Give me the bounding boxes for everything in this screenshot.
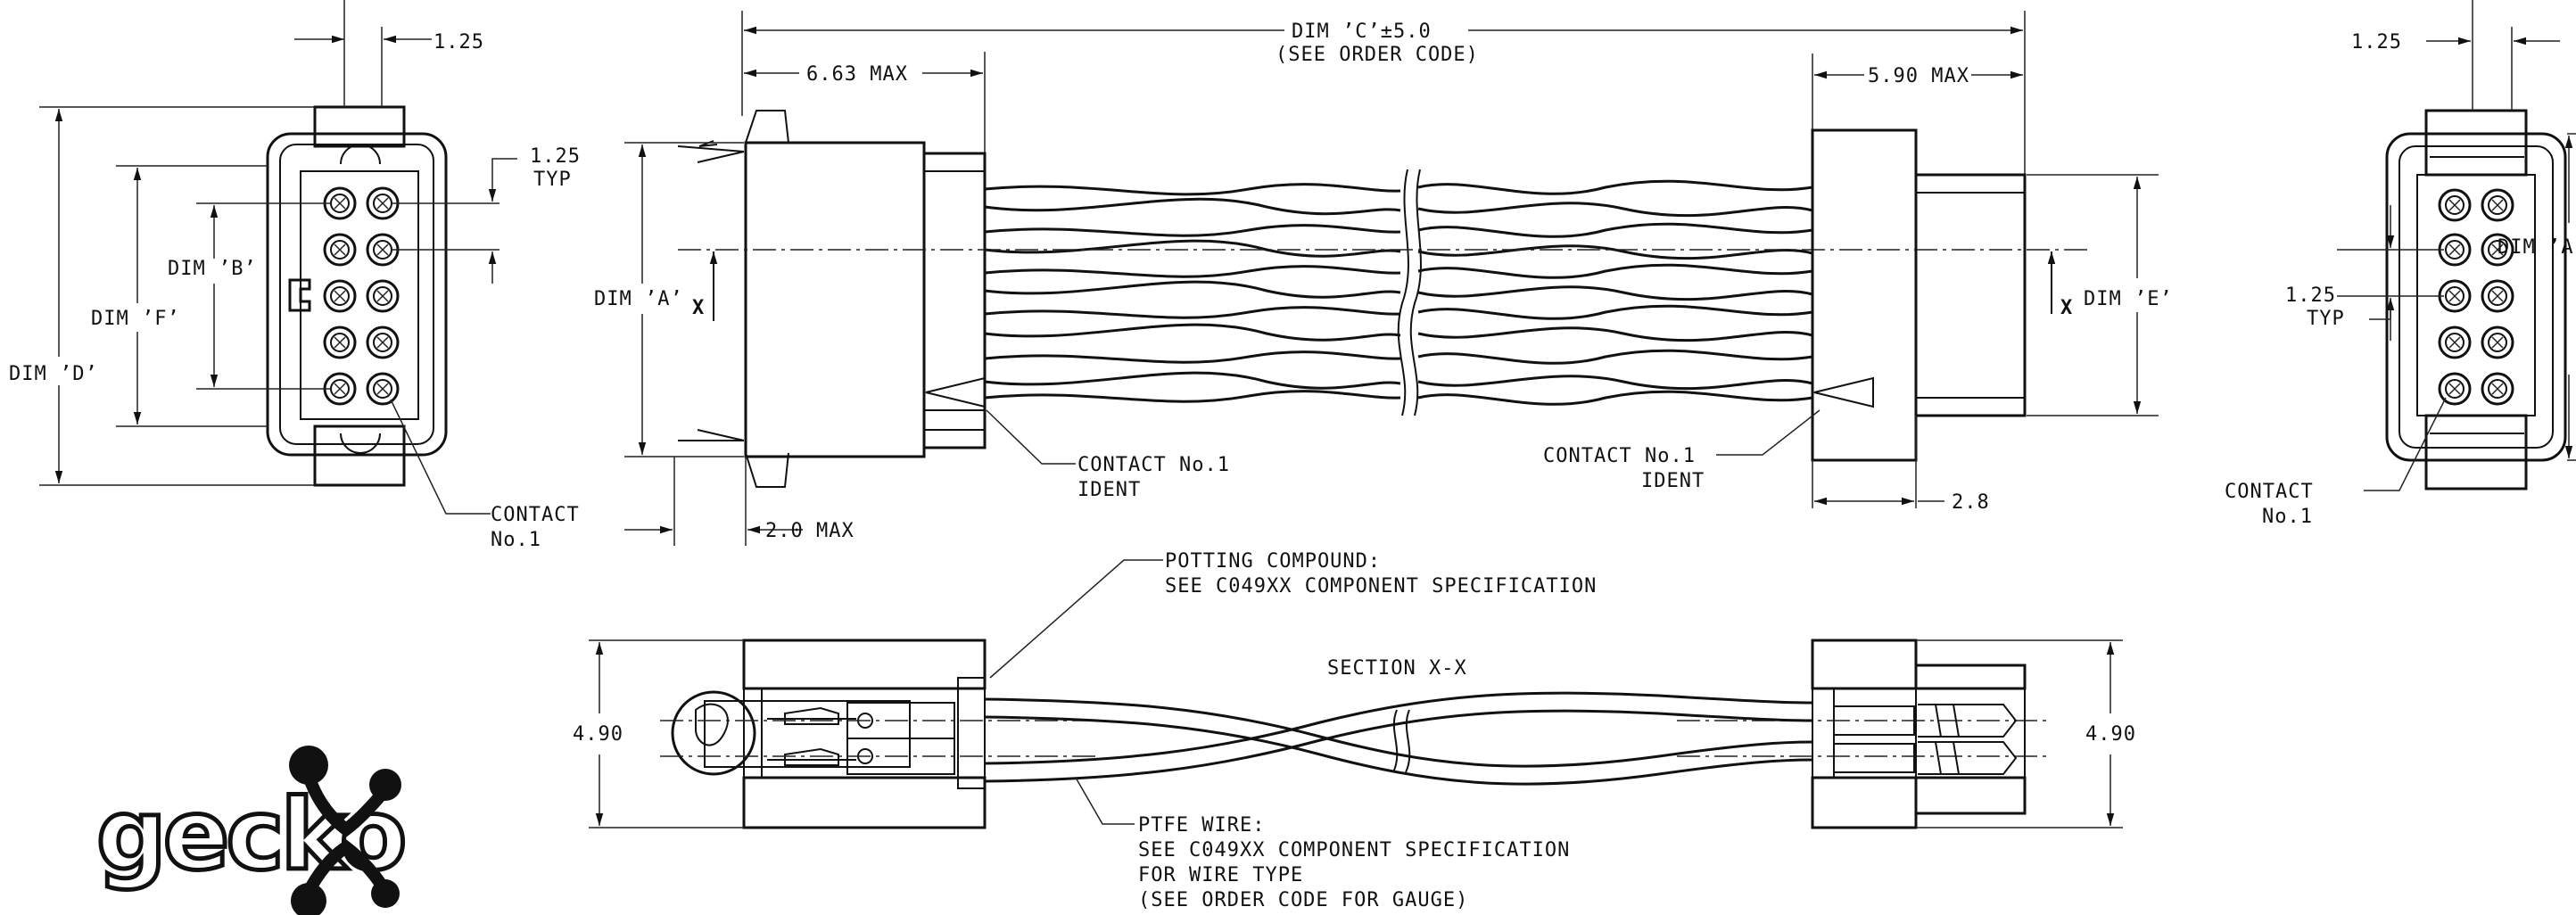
right-pitch-typ-label: TYP (2307, 308, 2345, 330)
left-housing (677, 110, 987, 488)
left-contact-label-2: No.1 (491, 529, 541, 551)
right-ident-1: CONTACT No.1 (1543, 445, 1696, 467)
gecko-figure (289, 746, 401, 915)
wire-bundle (984, 169, 1813, 416)
right-end-view: 1.25 DIM ’A’ 1.25 TYP CONTACT No.1 (2225, 0, 2576, 528)
section-height-right: 4.90 (2085, 723, 2136, 746)
right-connector-outline (2385, 109, 2567, 490)
logo-wordmark: gecko (96, 778, 403, 892)
potting-label-2: SEE C049XX COMPONENT SPECIFICATION (1165, 575, 1597, 598)
top-view: DIM ’C’±5.0 (SEE ORDER CODE) 6.63 MAX 5.… (594, 11, 2173, 546)
left-ident-2: IDENT (1077, 479, 1141, 501)
right-housing (1811, 128, 2027, 462)
right-pitch-label: 1.25 (2351, 31, 2402, 54)
section-twisted-pair (984, 691, 1813, 786)
section-view: POTTING COMPOUND: SEE C049XX COMPONENT S… (573, 550, 2136, 911)
left-max-label: 6.63 MAX (806, 63, 908, 86)
left-pitch-label: 1.25 (433, 31, 484, 54)
section-title: SECTION X-X (1327, 657, 1467, 680)
right-contact-grid (2438, 188, 2514, 406)
dim-f-label: DIM ’F’ (91, 308, 180, 330)
section-mark-right: X (2060, 297, 2072, 319)
dim-e-label: DIM ’E’ (2084, 288, 2173, 310)
left-contact-grid (323, 186, 400, 406)
left-end-view: 1.25 1.25 TYP DIM ’B’ DIM ’F’ DIM ’D’ CO… (9, 0, 581, 551)
section-height-left: 4.90 (573, 723, 623, 746)
section-left-housing (671, 639, 987, 829)
left-contact-label-1: CONTACT (491, 504, 580, 526)
left-pitch-typ-label: TYP (533, 169, 572, 191)
potting-label-1: POTTING COMPOUND: (1165, 550, 1381, 573)
bottom-right-dim: 2.8 (1952, 491, 1990, 514)
top-left-dim-a: DIM ’A’ (594, 288, 683, 310)
right-ident-2: IDENT (1641, 470, 1705, 492)
right-contact-label-2: No.1 (2262, 506, 2313, 528)
right-max-label: 5.90 MAX (1868, 65, 1969, 87)
wire-label-1: PTFE WIRE: (1138, 814, 1265, 837)
bottom-left-max: 2.0 MAX (765, 520, 855, 542)
left-ident-1: CONTACT No.1 (1077, 454, 1230, 476)
left-connector-outline (266, 105, 448, 487)
dim-b-label: DIM ’B’ (168, 258, 257, 280)
wire-label-4: (SEE ORDER CODE FOR GAUGE) (1138, 889, 1468, 911)
right-contact-label-1: CONTACT (2225, 481, 2314, 503)
wire-label-3: FOR WIRE TYPE (1138, 864, 1303, 886)
right-dim-a: DIM ’A’ (2498, 236, 2576, 259)
right-pitch-typ-value: 1.25 (2285, 284, 2336, 307)
dim-d-label: DIM ’D’ (9, 363, 98, 385)
dim-c-note: (SEE ORDER CODE) (1276, 44, 1479, 66)
section-mark-left: X (692, 297, 704, 319)
gecko-logo: gecko (95, 746, 409, 915)
left-pitch-typ-value: 1.25 (530, 145, 581, 168)
section-right-housing (1811, 639, 2027, 829)
wire-label-2: SEE C049XX COMPONENT SPECIFICATION (1138, 839, 1570, 861)
dim-c-label: DIM ’C’±5.0 (1292, 21, 1432, 43)
